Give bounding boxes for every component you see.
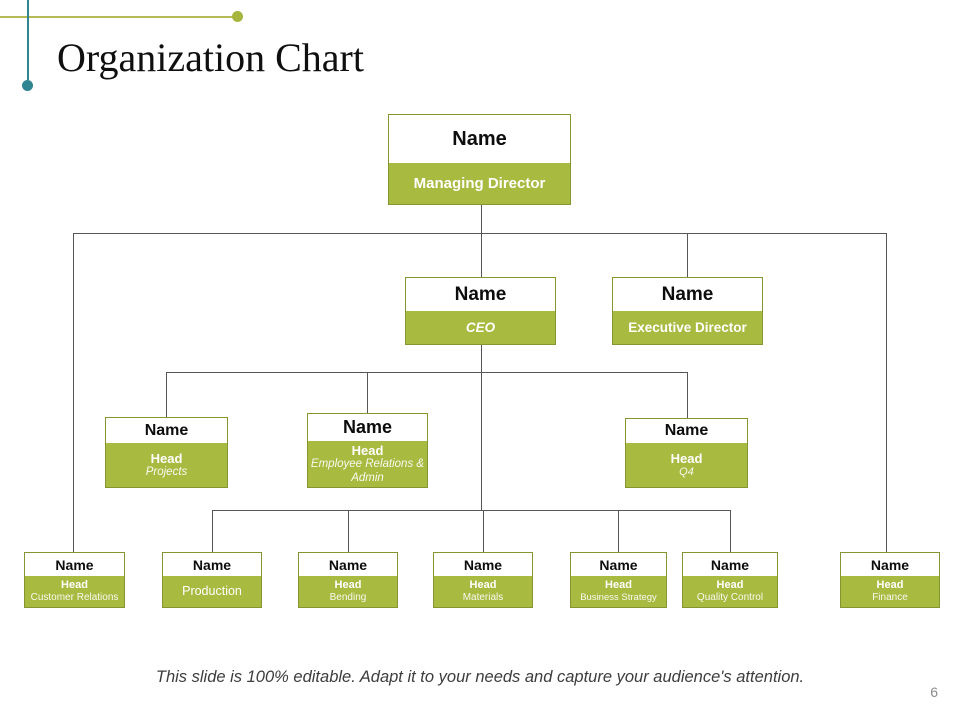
- connector-line: [481, 233, 482, 277]
- node-role-label: Head Bending: [299, 576, 397, 607]
- node-name-label: Name: [434, 553, 532, 576]
- org-node-head-employee-relations: Name Head Employee Relations & Admin: [307, 413, 428, 488]
- connector-line: [481, 205, 482, 233]
- role-subtext: Quality Control: [696, 592, 764, 604]
- org-node-head-quality-control: Name Head Quality Control: [682, 552, 778, 608]
- org-node-head-bending: Name Head Bending: [298, 552, 398, 608]
- role-text: Head: [469, 579, 497, 592]
- decorative-horizontal-rule: [0, 16, 235, 18]
- node-name-label: Name: [163, 553, 261, 576]
- node-name-label: Name: [25, 553, 124, 576]
- node-name-label: Name: [626, 419, 747, 443]
- node-role-label: Head Materials: [434, 576, 532, 607]
- role-text: Head: [150, 450, 183, 466]
- connector-line: [367, 372, 368, 413]
- role-text: Head: [61, 579, 88, 592]
- org-node-head-projects: Name Head Projects: [105, 417, 228, 488]
- role-subtext: Bending: [329, 592, 367, 604]
- node-role-label: CEO: [406, 311, 555, 344]
- role-text: Executive Director: [628, 319, 747, 335]
- role-text: Head: [351, 442, 384, 458]
- role-subtext: Employee Relations & Admin: [310, 458, 425, 484]
- node-role-label: Executive Director: [613, 311, 762, 344]
- connector-line: [886, 233, 887, 552]
- role-text: Managing Director: [413, 174, 546, 192]
- connector-line: [166, 372, 687, 373]
- role-text: Head: [876, 579, 904, 592]
- role-text: CEO: [465, 319, 496, 335]
- connector-line: [73, 233, 887, 234]
- connector-line: [730, 510, 731, 552]
- org-node-head-materials: Name Head Materials: [433, 552, 533, 608]
- node-name-label: Name: [389, 115, 570, 163]
- node-role-label: Head Finance: [841, 576, 939, 607]
- node-name-label: Name: [613, 278, 762, 311]
- connector-line: [687, 372, 688, 418]
- footer-note: This slide is 100% editable. Adapt it to…: [155, 668, 805, 686]
- node-role-label: Head Q4: [626, 443, 747, 487]
- node-name-label: Name: [406, 278, 555, 311]
- node-role-label: Head Projects: [106, 443, 227, 487]
- connector-line: [212, 510, 213, 552]
- node-role-label: Production: [163, 576, 261, 607]
- node-name-label: Name: [308, 414, 427, 441]
- node-name-label: Name: [571, 553, 666, 576]
- connector-line: [483, 510, 484, 552]
- role-subtext: Customer Relations: [30, 592, 119, 604]
- role-text: Head: [670, 450, 703, 466]
- node-role-label: Head Quality Control: [683, 576, 777, 607]
- org-node-managing-director: Name Managing Director: [388, 114, 571, 205]
- connector-line: [687, 233, 688, 277]
- role-subtext: Materials: [462, 592, 504, 604]
- node-name-label: Name: [841, 553, 939, 576]
- org-node-ceo: Name CEO: [405, 277, 556, 345]
- page-title: Organization Chart: [57, 35, 364, 80]
- node-name-label: Name: [683, 553, 777, 576]
- role-subtext: Q4: [679, 466, 694, 479]
- org-node-head-finance: Name Head Finance: [840, 552, 940, 608]
- role-text: Head: [334, 579, 362, 592]
- node-role-label: Managing Director: [389, 163, 570, 204]
- decorative-vertical-rule: [27, 0, 29, 80]
- decorative-teal-dot: [22, 80, 33, 91]
- connector-line: [348, 510, 349, 552]
- org-node-executive-director: Name Executive Director: [612, 277, 763, 345]
- org-node-head-customer-relations: Name Head Customer Relations: [24, 552, 125, 608]
- decorative-olive-dot: [232, 11, 243, 22]
- role-subtext: Business Strategy: [580, 592, 657, 604]
- node-role-label: Head Employee Relations & Admin: [308, 441, 427, 487]
- page-number: 6: [930, 684, 938, 700]
- org-node-head-q4: Name Head Q4: [625, 418, 748, 488]
- connector-line: [618, 510, 619, 552]
- node-name-label: Name: [299, 553, 397, 576]
- org-node-production: Name Production: [162, 552, 262, 608]
- node-role-label: Head Customer Relations: [25, 576, 124, 607]
- connector-line: [166, 372, 167, 417]
- node-name-label: Name: [106, 418, 227, 443]
- node-role-label: Head Business Strategy: [571, 576, 666, 607]
- role-subtext: Finance: [872, 592, 908, 604]
- role-text: Head: [716, 579, 744, 592]
- role-subtext: Projects: [145, 465, 188, 478]
- connector-line: [212, 510, 730, 511]
- role-text: Production: [182, 584, 242, 599]
- connector-line: [481, 345, 482, 510]
- connector-line: [73, 233, 74, 552]
- org-node-head-business-strategy: Name Head Business Strategy: [570, 552, 667, 608]
- role-text: Head: [605, 579, 632, 592]
